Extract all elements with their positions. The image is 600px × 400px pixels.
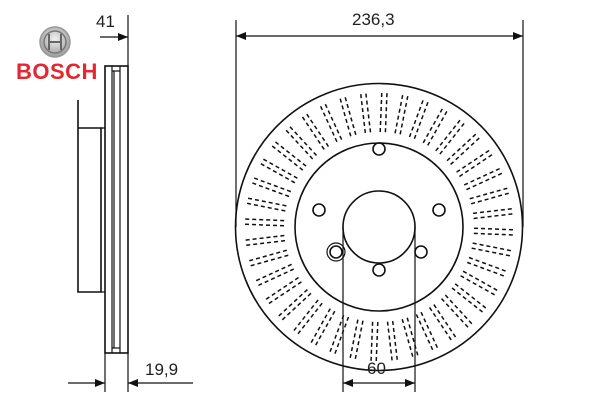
vent-line [386, 321, 394, 364]
vent-line [279, 292, 312, 323]
vent-line [456, 148, 492, 173]
vent-line [399, 93, 410, 135]
vent-line [471, 247, 513, 258]
vent-line [470, 191, 512, 205]
vent-line [460, 275, 498, 297]
vent-line [242, 234, 285, 242]
vent-line [391, 320, 399, 363]
vent-line [300, 114, 325, 150]
vent-line [466, 261, 507, 278]
vent-line [283, 127, 314, 160]
vent-line [266, 281, 302, 306]
vent-line [446, 131, 479, 162]
top-offset-dimension: 41 [96, 12, 115, 31]
vent-line [451, 287, 486, 315]
vent-line [295, 302, 323, 337]
vent-line [249, 181, 290, 198]
vent-line [257, 161, 296, 184]
vent-line [401, 318, 415, 360]
vent-line [413, 99, 430, 140]
vent-line [420, 311, 440, 351]
vent-line [291, 299, 319, 334]
diameter-dimension: 236,3 [352, 10, 395, 29]
vent-line [272, 139, 307, 167]
vent-line [241, 223, 285, 227]
vent-line [473, 212, 516, 220]
bolt-hole [372, 263, 386, 277]
vent-line [318, 103, 338, 143]
vent-line [309, 308, 331, 346]
hat-edge [294, 142, 464, 312]
bolt-holes [312, 142, 446, 277]
vent-line [242, 218, 285, 222]
vent-line [384, 90, 388, 133]
vent-line [328, 314, 345, 355]
vent-line [251, 176, 292, 193]
vent-line [276, 288, 308, 319]
vent-line [379, 89, 383, 133]
vent-line [469, 186, 511, 200]
vent-line [375, 321, 379, 365]
front-view: 236,3 60 [234, 10, 524, 392]
vent-line [466, 171, 505, 191]
vent-line [408, 97, 425, 138]
vent-line [444, 294, 475, 327]
vent-line [427, 108, 449, 146]
center-bore-dimension: 60 [367, 359, 386, 378]
vent-line [472, 242, 515, 253]
vent-line [468, 256, 509, 273]
vent-line [353, 320, 364, 363]
vent-line [462, 270, 501, 293]
vent-line [260, 157, 298, 179]
cooling-vents [241, 89, 517, 365]
vent-line [304, 111, 330, 147]
vent-line [439, 120, 467, 155]
vent-line [333, 316, 350, 357]
thickness-dimension: 19,9 [145, 360, 178, 379]
vent-line [287, 124, 318, 156]
disc-outer-edge [234, 82, 524, 372]
vent-line [472, 207, 515, 215]
side-view: 41 19,9 [68, 12, 193, 392]
vent-line [415, 314, 435, 353]
bolt-hole [372, 142, 386, 156]
vent-line [245, 196, 287, 207]
bolt-hole [432, 203, 446, 217]
vent-line [459, 152, 495, 178]
vent-line [440, 298, 471, 330]
vent-line [343, 94, 357, 136]
vent-line [263, 276, 299, 302]
center-bore [342, 190, 416, 264]
vent-line [422, 105, 445, 144]
vent-line [243, 239, 286, 247]
vent-line [435, 117, 463, 152]
vent-line [253, 263, 292, 283]
vent-line [463, 166, 503, 186]
vent-line [313, 310, 336, 349]
vent-line [323, 101, 343, 140]
vent-line [348, 319, 359, 361]
vent-line [338, 95, 352, 137]
vent-line [450, 135, 482, 166]
bolt-hole [329, 245, 343, 259]
brand-name: BOSCH [16, 59, 98, 84]
bolt-hole [312, 203, 326, 217]
vent-line [433, 304, 458, 340]
vent-line [255, 268, 295, 288]
vent-line [243, 201, 286, 212]
vent-line [246, 249, 288, 263]
vent-line [454, 283, 489, 311]
vent-line [406, 317, 420, 359]
vent-line [364, 90, 372, 133]
bosch-logo: BOSCH [16, 26, 98, 84]
bolt-hole [414, 245, 428, 259]
vent-line [269, 143, 304, 171]
vent-line [473, 227, 517, 231]
vent-line [359, 91, 367, 134]
vent-line [370, 321, 374, 364]
vent-line [394, 91, 405, 134]
vent-line [473, 232, 516, 236]
vent-line [428, 307, 454, 343]
vent-line [247, 254, 289, 268]
